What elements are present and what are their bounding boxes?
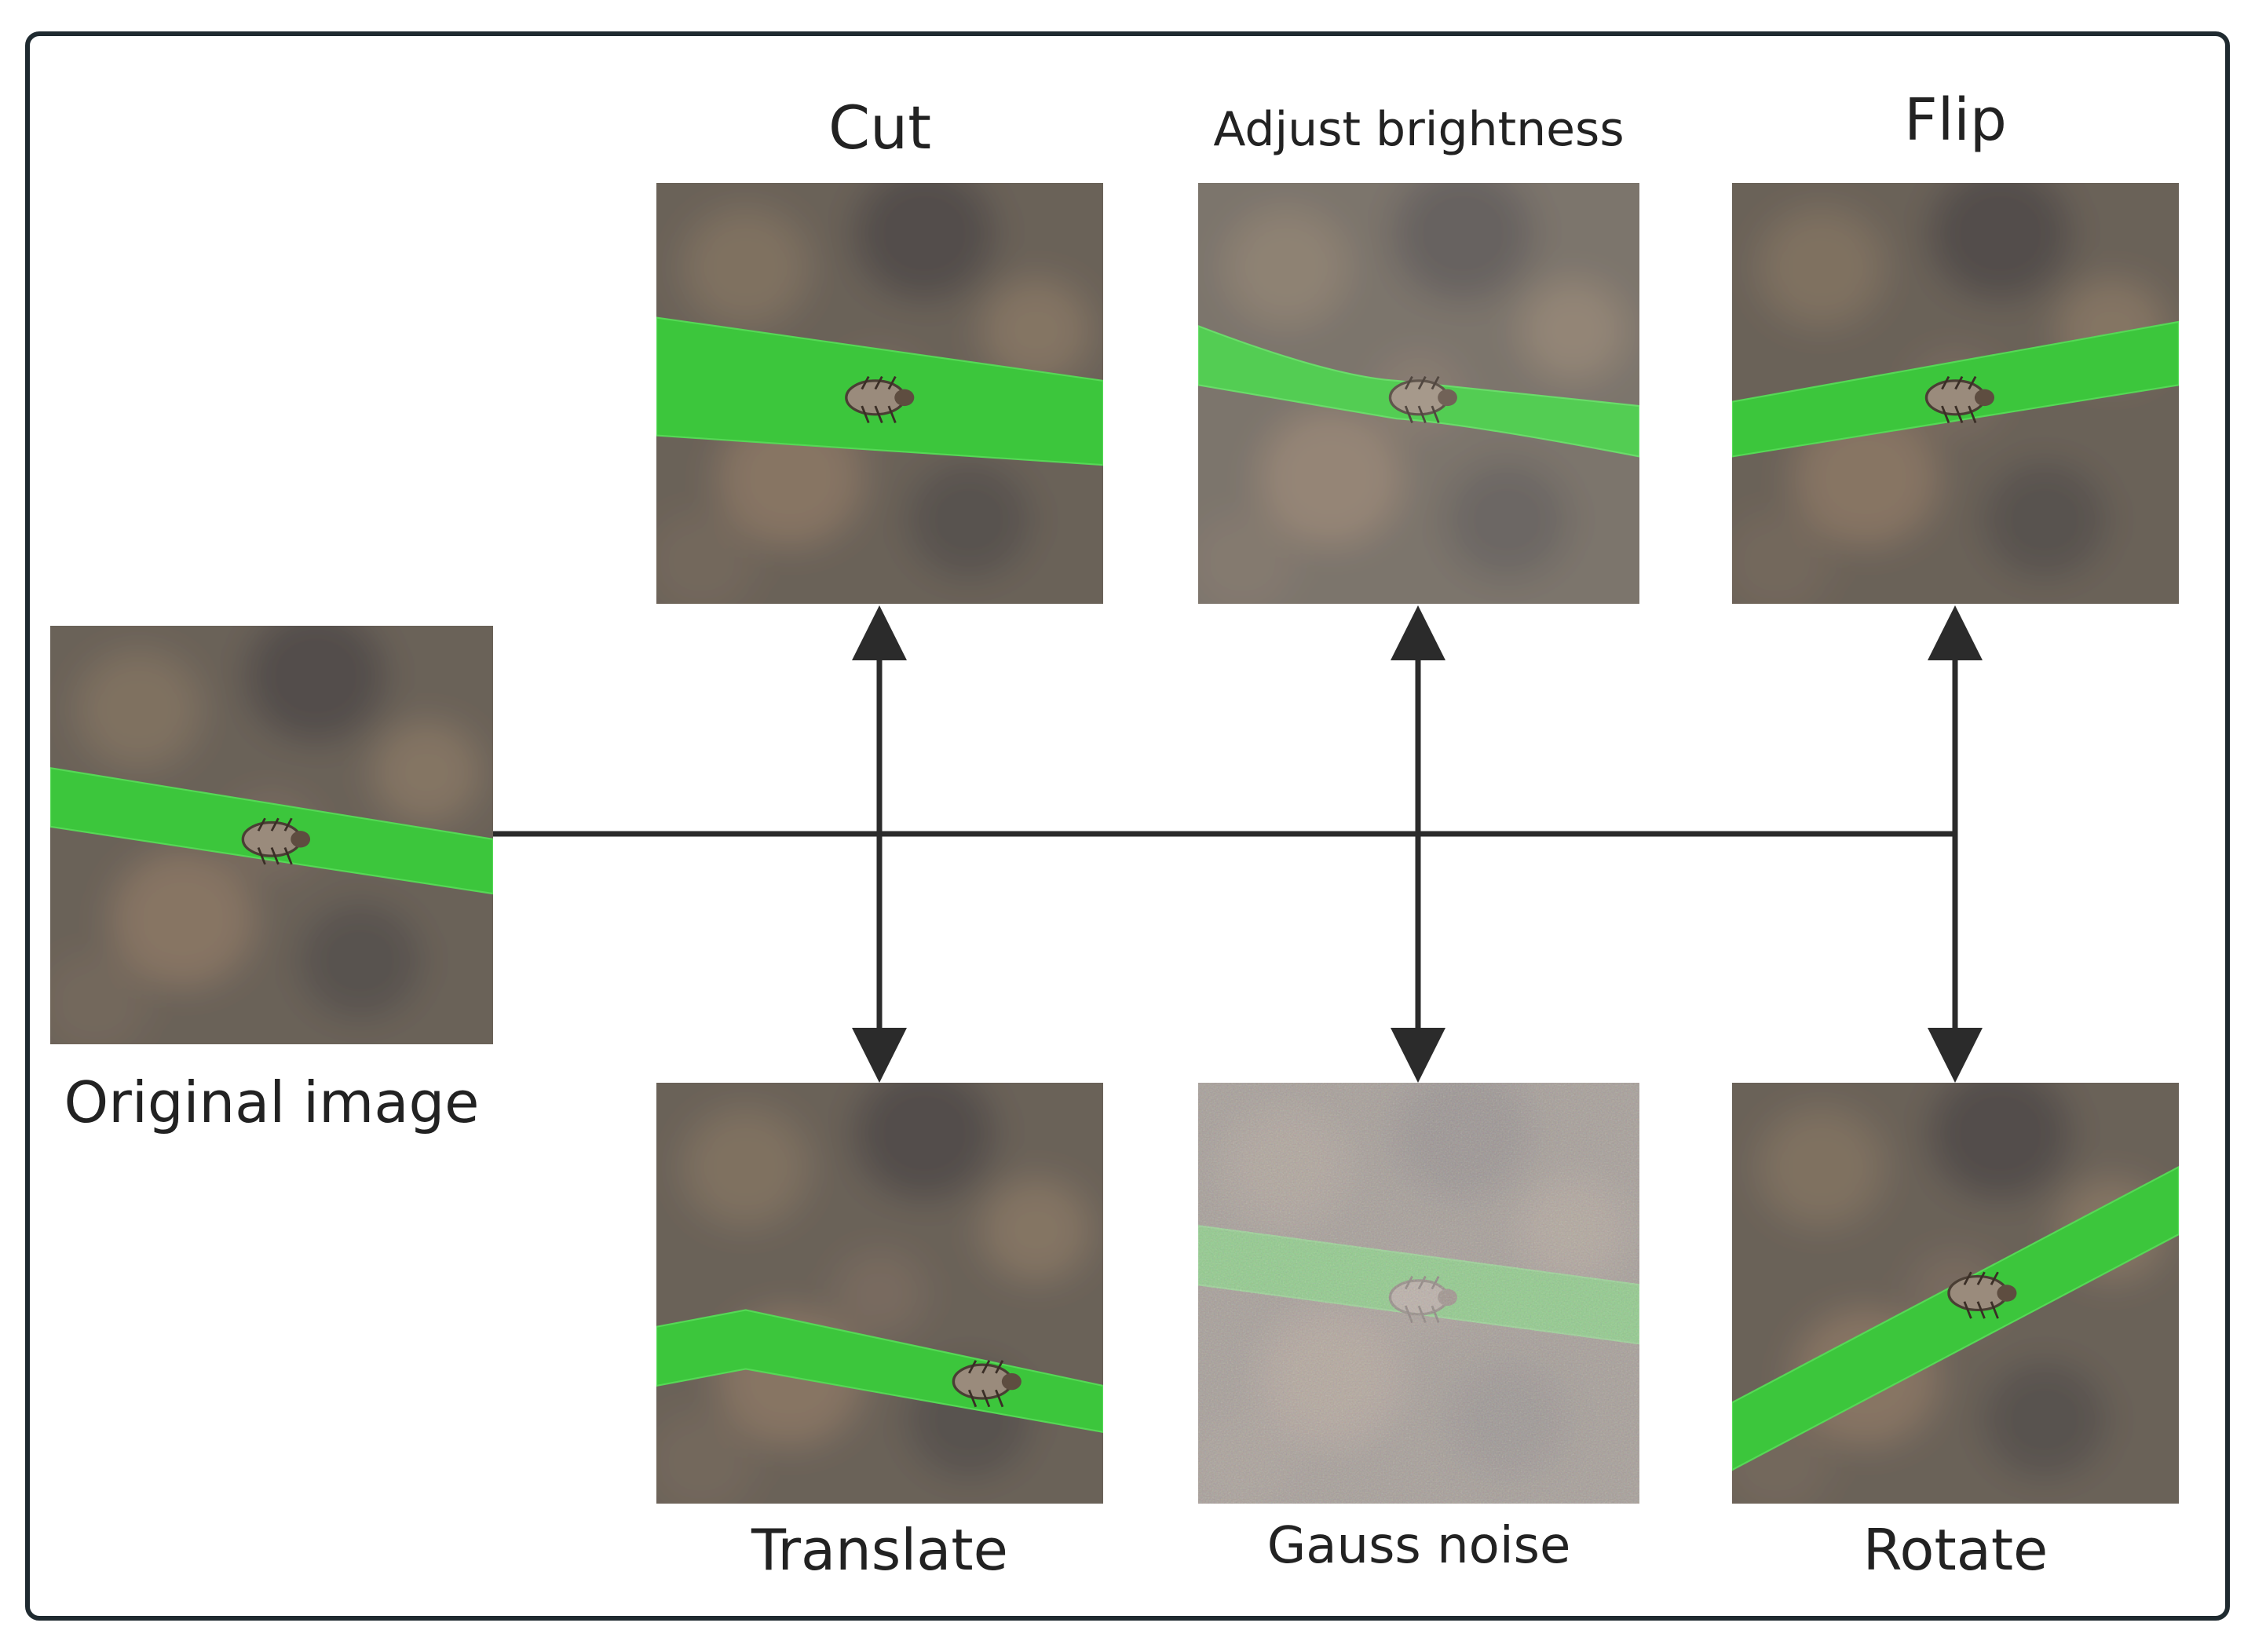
cut-image [656, 183, 1103, 604]
label-translate: Translate [751, 1517, 1008, 1583]
label-rotate: Rotate [1862, 1517, 2049, 1583]
p-cut-photo [656, 183, 1103, 604]
label-cut: Cut [828, 93, 932, 163]
original-image [50, 626, 493, 1044]
noise-image [1198, 1083, 1639, 1504]
diagram-frame [25, 31, 2230, 1621]
label-flip: Flip [1904, 86, 2007, 154]
p-translate-leaf [656, 1309, 1103, 1433]
p-brightness-photo [1198, 183, 1639, 604]
flip-image [1732, 183, 2179, 604]
p-rotate-photo [1732, 1083, 2179, 1504]
p-noise-photo [1198, 1083, 1639, 1504]
label-brightness: Adjust brightness [1213, 102, 1625, 157]
label-original: Original image [64, 1069, 480, 1135]
label-noise: Gauss noise [1266, 1517, 1571, 1575]
brightness-image [1198, 183, 1639, 604]
p-translate-photo [656, 1083, 1103, 1504]
p-rotate-leaf [1732, 1165, 2179, 1471]
translate-image [656, 1083, 1103, 1504]
p-original-photo [50, 626, 493, 1044]
p-flip-photo [1732, 183, 2179, 604]
rotate-image [1732, 1083, 2179, 1504]
